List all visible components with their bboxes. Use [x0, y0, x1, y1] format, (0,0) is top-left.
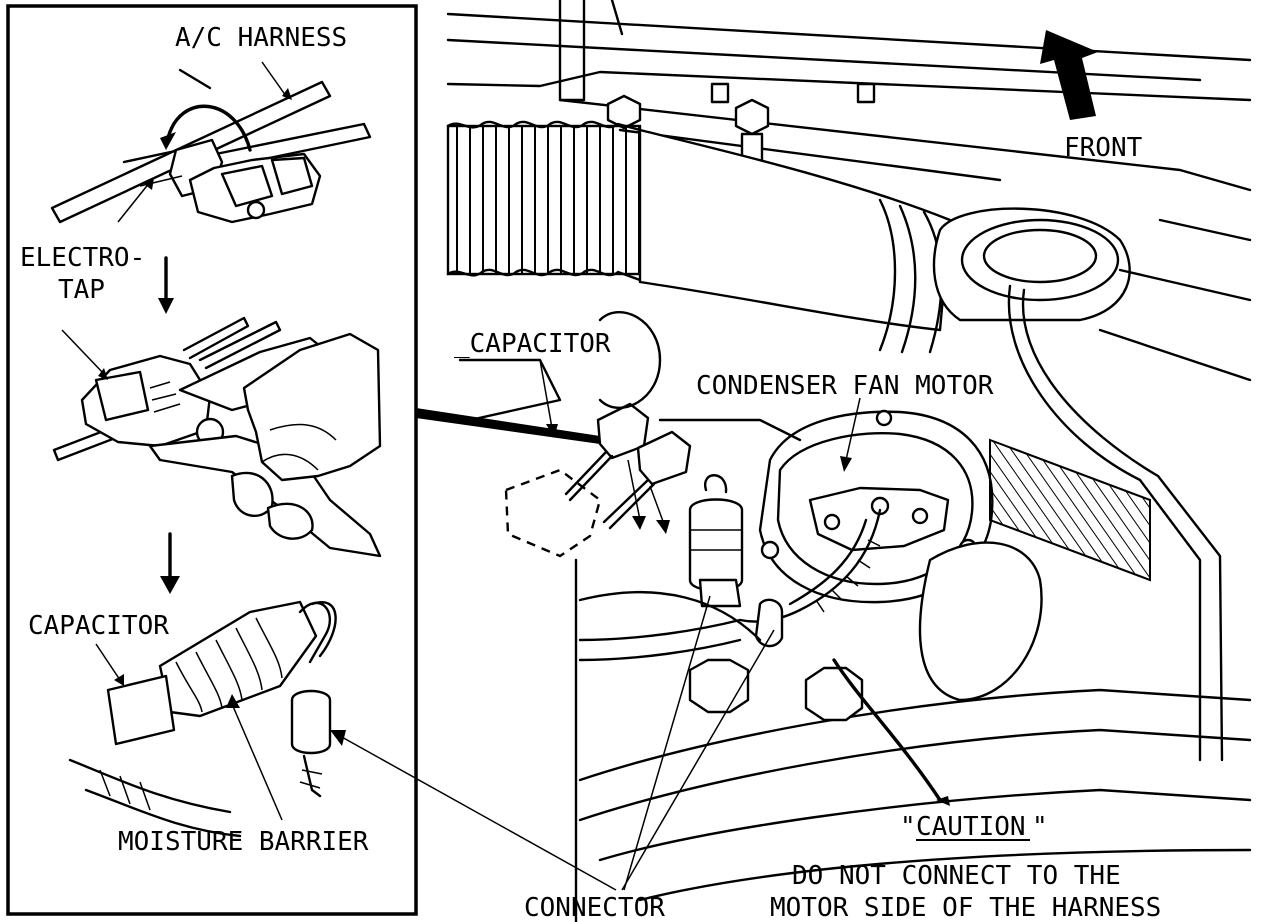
label-electro: ELECTRO-: [20, 243, 145, 273]
label-ac-harness: A/C HARNESS: [175, 23, 347, 53]
label-connector: CONNECTOR: [524, 893, 665, 922]
warning-line-2: MOTOR SIDE OF THE HARNESS: [770, 893, 1161, 922]
inset-callout-pointer: [416, 408, 600, 444]
label-tap: TAP: [58, 275, 105, 305]
caution-word: CAUTION: [916, 812, 1026, 842]
warning-line-1: DO NOT CONNECT TO THE: [792, 861, 1121, 891]
label-front: FRONT: [1064, 133, 1143, 163]
label-condenser-fan-motor: CONDENSER FAN MOTOR: [696, 371, 994, 401]
reservoir-cap: [932, 207, 1224, 762]
right-grille: [989, 218, 1252, 582]
down-arrow-2: [160, 532, 180, 594]
intake-hose: [446, 120, 952, 354]
label-capacitor-main: _CAPACITOR: [454, 329, 611, 359]
lower-frame: [458, 310, 1252, 922]
main-leader-lines: [330, 359, 950, 891]
step3-moisture-barrier-illustration: [68, 600, 337, 838]
engine-bay-view: FRONT _CAPACITOR CONDENSER FAN MOTOR " C…: [330, 0, 1252, 922]
step1-electro-tap-illustration: [50, 61, 372, 224]
motor-wiring: [578, 508, 882, 662]
caution-quote-close: ": [1032, 812, 1048, 842]
phantom-capacitor-outline: [504, 468, 602, 558]
caution-quote-open: ": [900, 812, 916, 842]
inset-panel: A/C HARNESS ELECTRO- TAP CAPACITOR MOIST…: [6, 4, 418, 916]
label-moisture-barrier: MOISTURE BARRIER: [118, 827, 369, 857]
down-arrow-1: [158, 256, 174, 314]
step2-pliers-illustration: [52, 316, 382, 558]
label-capacitor-inset: CAPACITOR: [28, 611, 169, 641]
connector-plug: [688, 474, 744, 608]
top-bolts: [606, 82, 876, 164]
front-arrow: [1040, 30, 1098, 120]
capacitor-pair: [564, 402, 692, 534]
caution-heading: " CAUTION ": [900, 812, 1048, 842]
